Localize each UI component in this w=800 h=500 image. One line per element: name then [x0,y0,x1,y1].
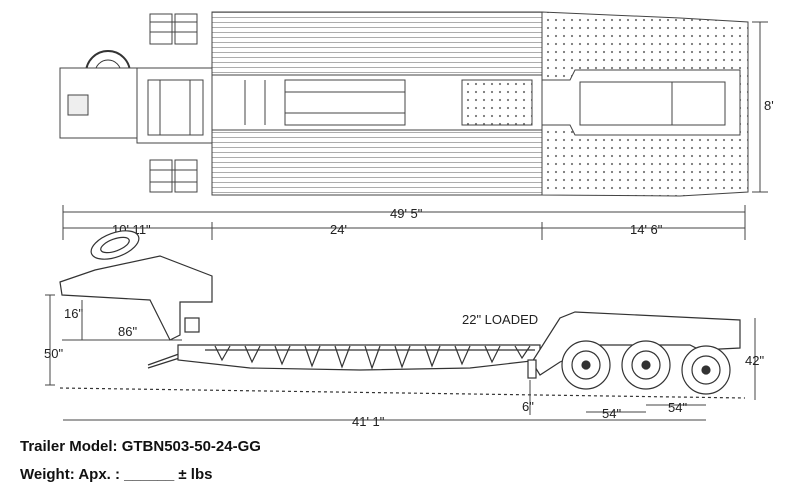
deck-length-label: 24' [330,222,347,237]
rear-deck-height-label: 42" [745,353,764,368]
rear-section-length-label: 14' 6" [630,222,663,237]
front-height-label: 50" [44,346,63,361]
width-label: 8' [764,98,774,113]
weight-label: Weight: Apx. : [20,466,120,483]
width-dimension [752,21,768,193]
loaded-deck-height-label: 22" LOADED [462,312,538,327]
ground-clearance-label: 6" [522,399,534,414]
weight-blank: ______ [124,466,175,483]
weight-unit: ± lbs [178,466,213,483]
model-value: GTBN503-50-24-GG [121,438,261,455]
top-view [59,11,749,197]
side-dimensions [45,294,756,421]
axle-spacing-1-label: 54" [602,406,621,421]
gooseneck-clearance-label: 86" [118,324,137,339]
gooseneck-spare-tire-icon [90,230,140,260]
trailer-drawing: 8' 49' 5" 10' 11" 24' 14' 6" [44,11,774,429]
gooseneck-height-label: 16" [64,306,83,321]
length-dimensions [62,205,746,240]
rear-wheel-3-icon [681,345,731,395]
trailer-model-line: Trailer Model: GTBN503-50-24-GG [20,438,261,455]
rear-wheel-1-icon [561,340,611,390]
axle-spacing-2-label: 54" [668,400,687,415]
kingpin-to-axle-label: 41' 1" [352,414,385,429]
model-label: Trailer Model: [20,438,118,455]
weight-line: Weight: Apx. : ______ ± lbs [20,466,212,483]
overall-length-label: 49' 5" [390,206,423,221]
side-view [59,230,746,399]
rear-wheel-2-icon [621,340,671,390]
